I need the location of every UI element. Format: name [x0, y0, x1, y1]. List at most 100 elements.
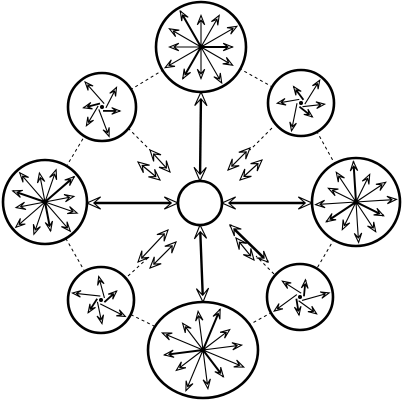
arrow-head	[303, 108, 314, 118]
arrow-shaft	[181, 46, 202, 80]
cluster-arrow	[175, 349, 204, 372]
cluster-arrow	[98, 109, 110, 138]
arrow-head-end	[194, 90, 208, 107]
arrow-head	[162, 349, 175, 358]
arrow-head	[275, 98, 287, 106]
cluster-arrow	[181, 322, 204, 351]
arrow-head-end	[164, 241, 177, 254]
cluster-arrow	[44, 193, 76, 203]
cluster-arrow	[200, 46, 223, 85]
arrow-head	[231, 342, 244, 351]
cluster-arrow	[96, 301, 105, 326]
arrow-head	[182, 68, 191, 80]
arrow-head	[196, 14, 206, 26]
arrow-shaft	[198, 91, 203, 182]
arrow-head	[97, 275, 105, 286]
cluster-arrow	[335, 171, 357, 203]
ring-connector-right-to-bottom-right	[315, 238, 335, 270]
cluster-arrow	[87, 298, 98, 314]
arrow-head-start	[149, 256, 162, 269]
ring-connector-top-to-top-right	[238, 67, 274, 88]
arrow-cluster-left	[11, 168, 79, 236]
cluster-arrow	[355, 201, 385, 217]
ring-connector-bottom-left-to-left	[64, 237, 86, 273]
center-circle	[176, 179, 224, 227]
arrow-head	[367, 221, 377, 233]
arrow-head-end	[195, 287, 210, 304]
cluster-arrow	[200, 25, 239, 48]
arrow-shaft	[202, 329, 231, 351]
spoke-arrow-right	[220, 196, 314, 210]
cluster-arrow	[300, 278, 309, 297]
cluster-arrow	[327, 187, 357, 203]
arrow-head	[293, 305, 302, 317]
arrow-cluster-right	[314, 160, 398, 244]
arrow-shaft	[179, 10, 202, 48]
cluster-arrow	[281, 280, 302, 294]
cluster-arrow	[289, 103, 298, 133]
cluster-arrow	[44, 201, 72, 233]
arrow-shaft	[182, 322, 204, 351]
cluster-arrow	[202, 349, 211, 391]
cluster-arrow	[304, 79, 321, 105]
cluster-hub	[42, 199, 48, 205]
arrow-head-start	[238, 147, 251, 160]
arrow-cluster-bottom-right	[272, 278, 331, 317]
cluster-arrow	[196, 14, 206, 47]
cluster-arrow	[163, 46, 202, 69]
cluster-arrow	[200, 14, 220, 48]
cluster-arrow	[44, 201, 54, 233]
arrow-head	[36, 171, 46, 184]
cluster-arrow	[160, 332, 204, 351]
arrow-head	[168, 28, 180, 37]
arrow-head	[163, 59, 176, 69]
arrow-head	[49, 168, 58, 180]
arrow-head	[44, 220, 54, 233]
arrow-shaft	[164, 349, 204, 356]
arrow-shaft	[33, 201, 46, 235]
arrow-head	[300, 278, 309, 289]
cluster-arrow	[292, 85, 305, 101]
arrow-head	[185, 380, 194, 393]
arrow-head	[102, 127, 110, 138]
arrow-head	[160, 332, 173, 341]
arrow-shaft	[202, 349, 225, 378]
arrow-head	[373, 207, 385, 217]
spoke-arrow-bottom-left-2	[149, 241, 177, 269]
arrow-head	[61, 221, 72, 233]
cluster-arrow	[85, 105, 99, 127]
arrow-shaft	[202, 349, 209, 389]
arrow-head	[202, 378, 211, 391]
arrow-head	[386, 195, 398, 205]
arrow-head	[196, 68, 206, 80]
spoke-arrow-bottom	[193, 223, 210, 304]
arrow-shaft	[175, 349, 204, 371]
spoke-arrow-top	[193, 90, 208, 183]
arrow-shaft	[15, 201, 46, 228]
arrow-head	[179, 9, 189, 22]
cluster-arrow	[11, 189, 46, 203]
arrow-head	[14, 201, 27, 211]
ring-connector-top-right-to-right	[316, 130, 336, 165]
arrow-head	[222, 42, 234, 52]
arrow-head	[213, 72, 223, 85]
cluster-arrow	[162, 349, 204, 358]
arrow-shaft	[169, 28, 202, 48]
arrow-shaft	[202, 349, 244, 368]
spoke-arrow-bottom-right-2	[235, 236, 255, 262]
arrow-shaft	[44, 201, 71, 232]
cluster-arrow	[99, 303, 127, 318]
cluster-arrow	[168, 42, 201, 52]
cluster-arrow	[179, 9, 202, 48]
cluster-arrow	[185, 349, 204, 393]
arrow-shaft	[137, 229, 169, 263]
arrow-cluster-top-left	[82, 80, 122, 138]
arrow-head	[353, 232, 363, 244]
cluster-arrow	[103, 107, 122, 115]
arrow-head	[222, 57, 234, 66]
cluster-arrow	[355, 173, 371, 203]
cluster-arrow	[14, 201, 46, 211]
arrow-head	[181, 322, 192, 334]
